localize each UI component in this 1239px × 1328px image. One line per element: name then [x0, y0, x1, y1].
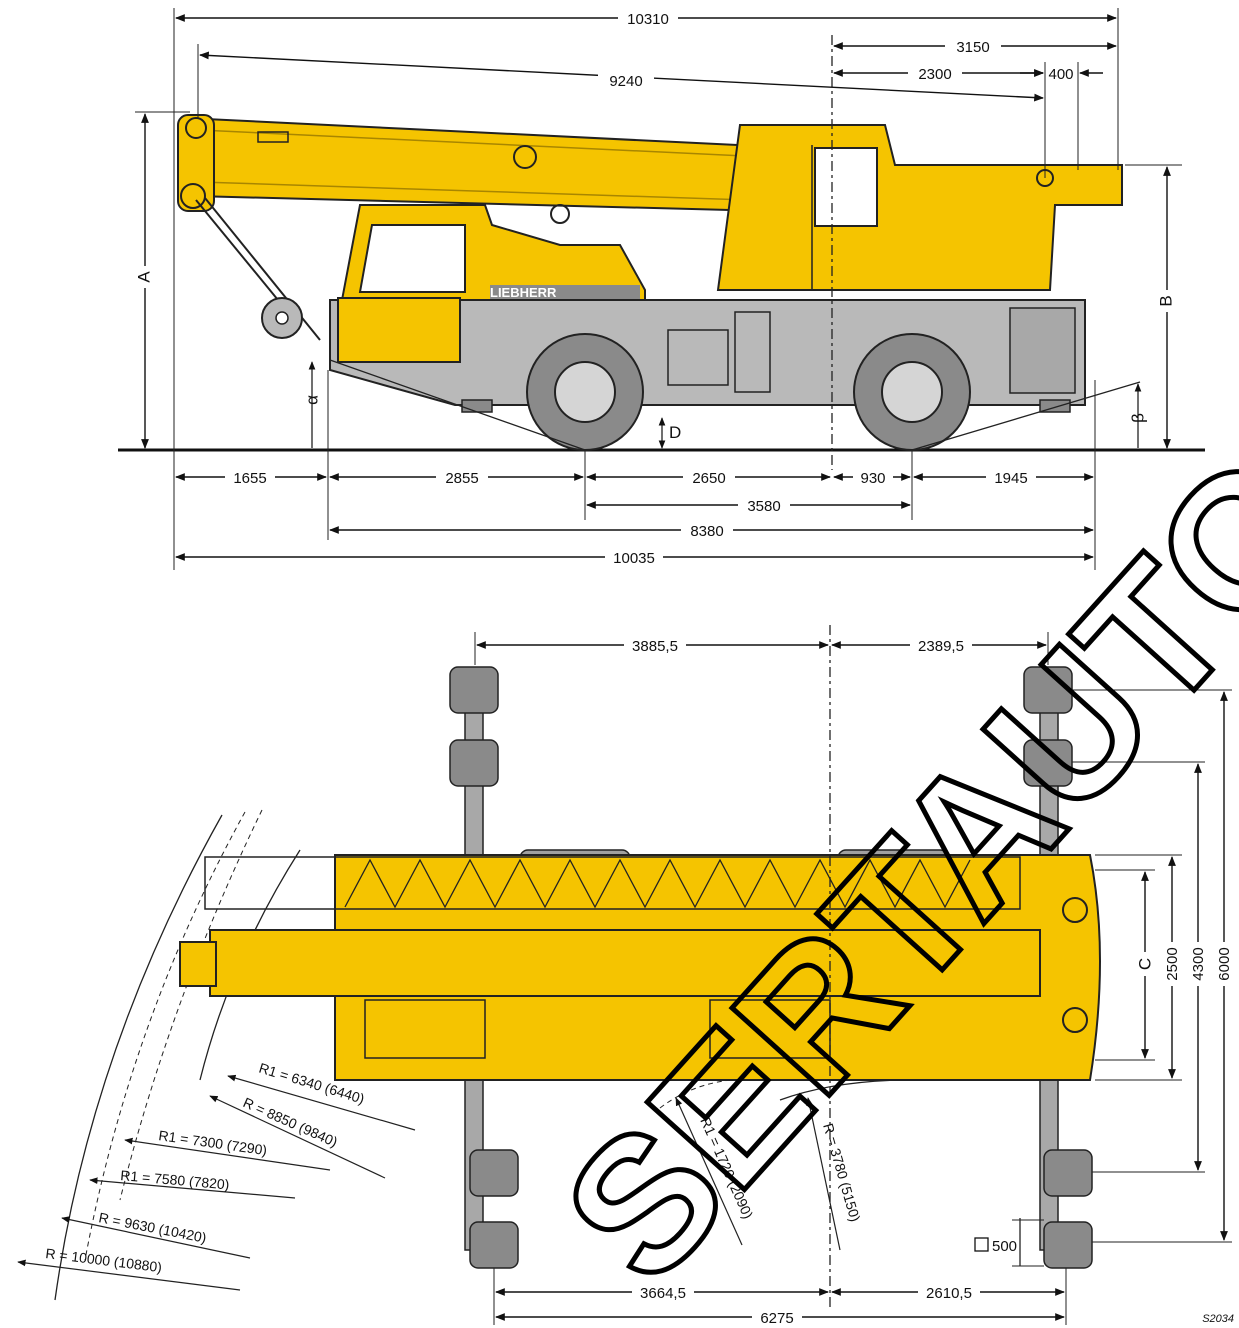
dim-2389-5: 2389,5: [918, 638, 964, 655]
label-beta: β: [1128, 413, 1147, 423]
dim-2300: 2300: [918, 66, 951, 83]
dim-3580: 3580: [747, 498, 780, 515]
dim-10035: 10035: [613, 550, 655, 567]
dim-9240: 9240: [609, 73, 642, 90]
pad-size: 500: [992, 1238, 1017, 1255]
telescopic-boom: [209, 929, 1041, 997]
dim-2610-5: 2610,5: [926, 1285, 972, 1302]
dim-4300: 4300: [1190, 947, 1207, 980]
square-symbol: [974, 1237, 989, 1252]
boom-head-top: [179, 941, 217, 987]
radius-arc-outer: [54, 814, 223, 1301]
superstructure: [716, 124, 1123, 291]
dim-2650: 2650: [692, 470, 725, 487]
operator-cab-window: [814, 147, 878, 227]
dim-1655: 1655: [233, 470, 266, 487]
outrigger-pads: [449, 666, 1093, 1269]
dim-1945: 1945: [994, 470, 1027, 487]
label-A: A: [134, 271, 153, 283]
dim-8380: 8380: [690, 523, 723, 540]
radius-label-5: R = 9630 (10420): [97, 1209, 207, 1246]
label-C: C: [1135, 958, 1154, 970]
dim-3885-5: 3885,5: [632, 638, 678, 655]
front-wheel: [526, 333, 644, 451]
dim-6275: 6275: [760, 1310, 793, 1327]
dim-3664-5: 3664,5: [640, 1285, 686, 1302]
dim-930: 930: [860, 470, 885, 487]
dim-2855: 2855: [445, 470, 478, 487]
label-B: B: [1156, 295, 1175, 306]
brand-label: LIEBHERR: [490, 285, 557, 300]
rear-wheel: [853, 333, 971, 451]
label-alpha: α: [302, 395, 321, 405]
dim-10310: 10310: [627, 11, 669, 28]
drawing-code: S2034: [1202, 1313, 1234, 1325]
side-view: LIEBHERR: [118, 8, 1205, 570]
dim-2500: 2500: [1164, 947, 1181, 980]
radius-label-4: R1 = 7580 (7820): [120, 1167, 230, 1192]
boom-head: [177, 114, 215, 212]
label-D: D: [669, 423, 681, 442]
dim-3150: 3150: [956, 39, 989, 56]
carrier-cab-window: [358, 224, 466, 293]
dim-400: 400: [1048, 66, 1073, 83]
lattice-jib: [204, 856, 1021, 910]
radius-label-3: R1 = 7300 (7290): [158, 1127, 269, 1158]
dim-6000: 6000: [1216, 947, 1233, 980]
radius-label-6: R = 10000 (10880): [45, 1245, 163, 1275]
